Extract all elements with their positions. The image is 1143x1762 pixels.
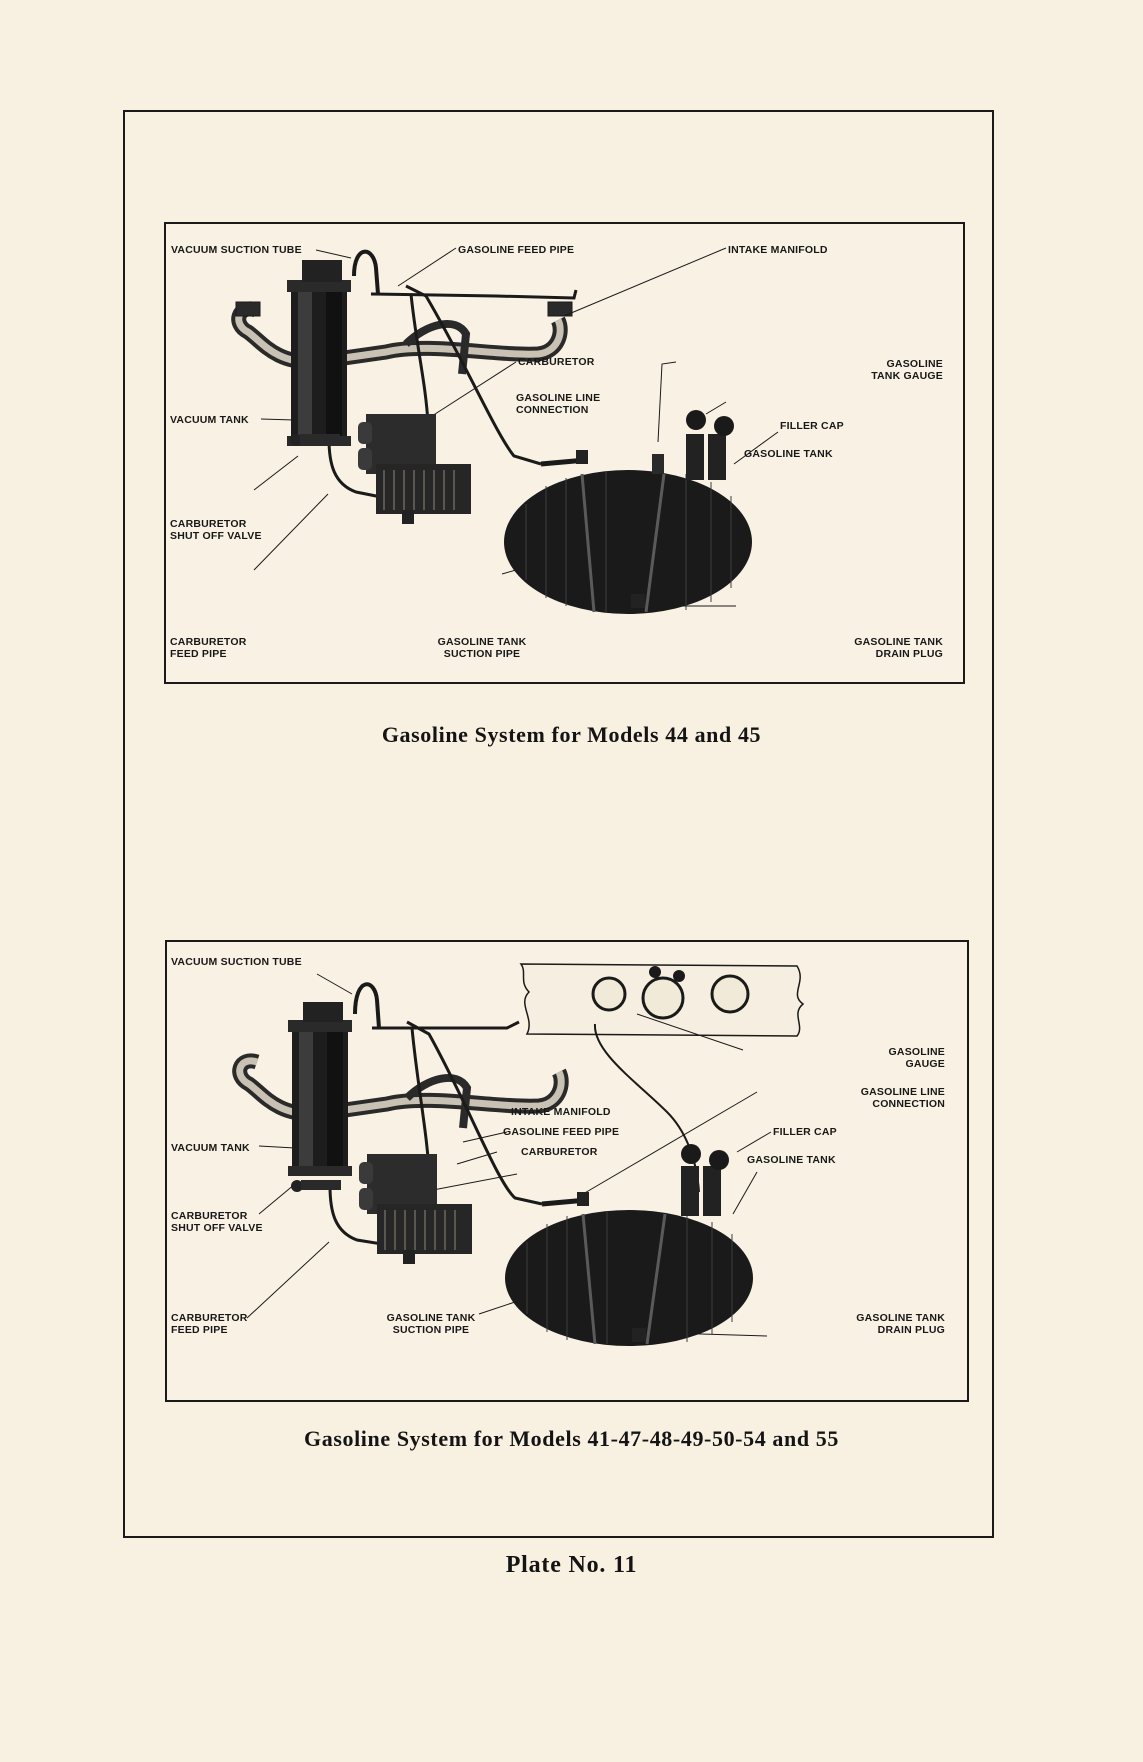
label-intake-manifold: INTAKE MANIFOLD bbox=[728, 244, 828, 256]
label-carburetor: CARBURETOR bbox=[521, 1146, 597, 1158]
label-carburetor-shut-off-valve: CARBURETOR SHUT OFF VALVE bbox=[170, 518, 262, 542]
label-filler-cap: FILLER CAP bbox=[780, 420, 844, 432]
figure-panel-models-41-55: VACUUM SUCTION TUBE GASOLINE GAUGE GASOL… bbox=[165, 940, 969, 1402]
figure-panel-models-44-45: VACUUM SUCTION TUBE GASOLINE FEED PIPE I… bbox=[164, 222, 965, 684]
figure-caption-models-41-55: Gasoline System for Models 41-47-48-49-5… bbox=[0, 1426, 1143, 1452]
label-gasoline-tank: GASOLINE TANK bbox=[744, 448, 833, 460]
label-filler-cap: FILLER CAP bbox=[773, 1126, 837, 1138]
label-gasoline-tank-drain-plug: GASOLINE TANK DRAIN PLUG bbox=[856, 1312, 945, 1336]
label-vacuum-tank: VACUUM TANK bbox=[170, 414, 249, 426]
label-gasoline-tank-gauge: GASOLINE TANK GAUGE bbox=[871, 358, 943, 382]
gasoline-system-diagram bbox=[167, 942, 969, 1402]
label-carburetor-feed-pipe: CARBURETOR FEED PIPE bbox=[170, 636, 246, 660]
label-gasoline-feed-pipe: GASOLINE FEED PIPE bbox=[458, 244, 574, 256]
label-gasoline-tank-suction-pipe: GASOLINE TANK SUCTION PIPE bbox=[377, 1312, 485, 1336]
label-gasoline-tank: GASOLINE TANK bbox=[747, 1154, 836, 1166]
label-vacuum-suction-tube-text: VACUUM SUCTION TUBE bbox=[171, 244, 302, 256]
label-vacuum-suction-tube: VACUUM SUCTION TUBE bbox=[171, 956, 302, 968]
figure-caption-models-44-45: Gasoline System for Models 44 and 45 bbox=[0, 722, 1143, 748]
plate-number: Plate No. 11 bbox=[0, 1552, 1143, 1579]
label-gasoline-line-connection: GASOLINE LINE CONNECTION bbox=[861, 1086, 945, 1110]
gasoline-system-diagram bbox=[166, 224, 965, 684]
label-gasoline-tank-drain-plug: GASOLINE TANK DRAIN PLUG bbox=[854, 636, 943, 660]
label-carburetor-shut-off-valve: CARBURETOR SHUT OFF VALVE bbox=[171, 1210, 263, 1234]
label-gasoline-gauge: GASOLINE GAUGE bbox=[889, 1046, 945, 1070]
label-carburetor-feed-pipe: CARBURETOR FEED PIPE bbox=[171, 1312, 247, 1336]
label-gasoline-feed-pipe: GASOLINE FEED PIPE bbox=[503, 1126, 619, 1138]
label-intake-manifold: INTAKE MANIFOLD bbox=[511, 1106, 611, 1118]
label-vacuum-tank: VACUUM TANK bbox=[171, 1142, 250, 1154]
label-gasoline-line-connection: GASOLINE LINE CONNECTION bbox=[516, 392, 600, 416]
label-carburetor: CARBURETOR bbox=[518, 356, 594, 368]
label-gasoline-tank-suction-pipe: GASOLINE TANK SUCTION PIPE bbox=[428, 636, 536, 660]
